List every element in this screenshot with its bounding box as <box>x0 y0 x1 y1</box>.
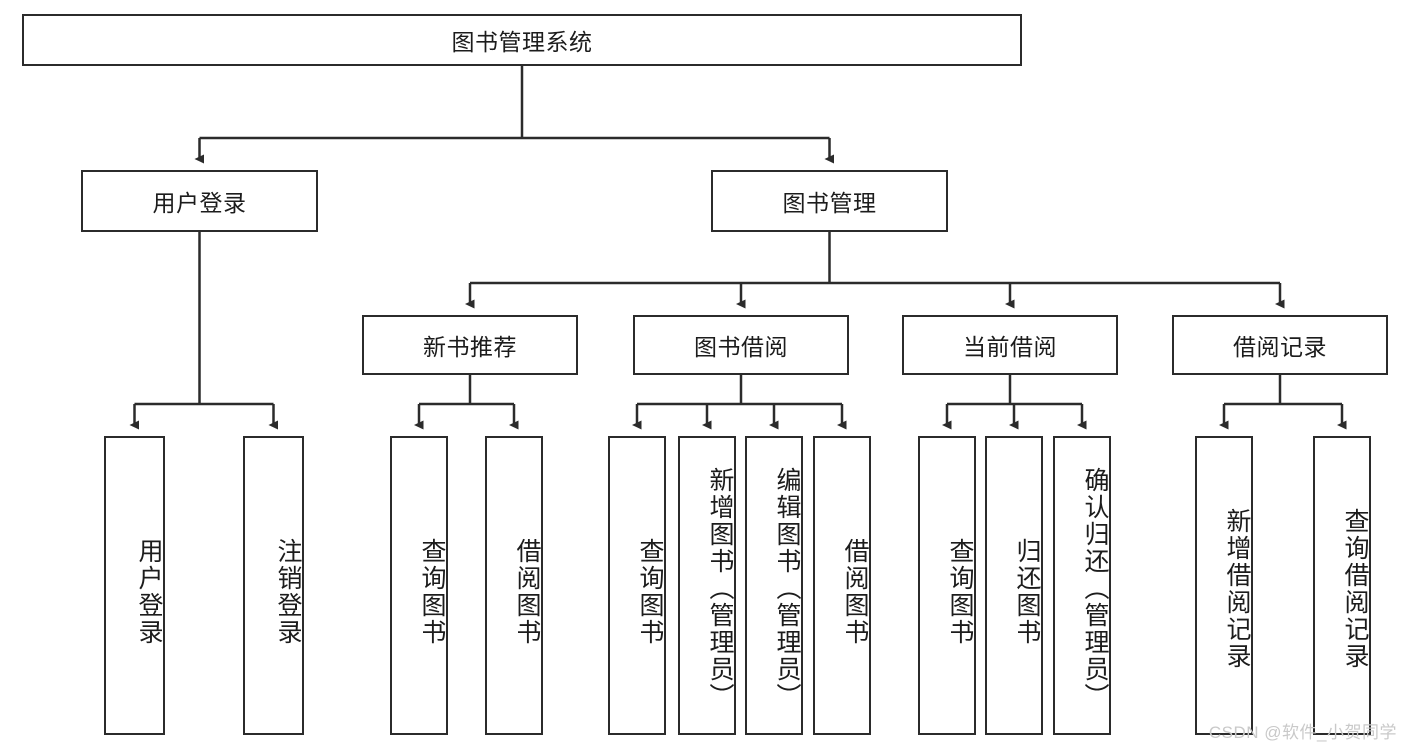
node-l9[interactable]: 查询图书 <box>918 436 976 735</box>
connector-bus <box>947 375 1082 406</box>
node-records[interactable]: 借阅记录 <box>1172 315 1388 375</box>
node-newbook[interactable]: 新书推荐 <box>362 315 578 375</box>
node-l7[interactable]: 编辑图书（管理员） <box>745 436 803 735</box>
node-label: 确认归还（管理员） <box>1081 467 1109 710</box>
connector-bus <box>199 66 830 140</box>
node-l6[interactable]: 新增图书（管理员） <box>678 436 736 735</box>
node-l10[interactable]: 归还图书 <box>985 436 1043 735</box>
node-label: 当前借阅 <box>963 334 1057 360</box>
node-label: 图书借阅 <box>694 334 788 360</box>
node-label: 编辑图书（管理员） <box>773 467 801 710</box>
node-l13[interactable]: 查询借阅记录 <box>1313 436 1371 735</box>
node-l4[interactable]: 借阅图书 <box>485 436 543 735</box>
node-login[interactable]: 用户登录 <box>81 170 318 232</box>
connector-bus <box>637 375 842 406</box>
node-l3[interactable]: 查询图书 <box>390 436 448 735</box>
node-label: 查询图书 <box>636 537 664 646</box>
node-label: 用户登录 <box>152 190 247 216</box>
connector-bus <box>134 232 274 406</box>
node-l11[interactable]: 确认归还（管理员） <box>1053 436 1111 735</box>
watermark-text: CSDN @软件_小贺同学 <box>1208 723 1397 742</box>
connector-bus <box>1224 375 1342 406</box>
node-label: 归还图书 <box>1013 537 1041 646</box>
node-borrow[interactable]: 图书借阅 <box>633 315 849 375</box>
node-label: 新增借阅记录 <box>1223 507 1251 670</box>
node-label: 借阅图书 <box>841 537 869 646</box>
node-current[interactable]: 当前借阅 <box>902 315 1118 375</box>
node-label: 借阅图书 <box>513 537 541 646</box>
node-l1[interactable]: 用户登录 <box>104 436 165 735</box>
node-root[interactable]: 图书管理系统 <box>22 14 1022 66</box>
node-l2[interactable]: 注销登录 <box>243 436 304 735</box>
node-label: 注销登录 <box>274 537 302 646</box>
node-label: 借阅记录 <box>1233 334 1327 360</box>
node-label: 新增图书（管理员） <box>706 467 734 710</box>
node-label: 查询借阅记录 <box>1341 507 1369 670</box>
node-label: 查询图书 <box>418 537 446 646</box>
node-label: 新书推荐 <box>423 334 517 360</box>
node-l8[interactable]: 借阅图书 <box>813 436 871 735</box>
connector-bus <box>470 232 1280 285</box>
connector-bus <box>419 375 514 406</box>
node-l5[interactable]: 查询图书 <box>608 436 666 735</box>
node-label: 用户登录 <box>135 537 163 646</box>
node-label: 图书管理系统 <box>451 29 593 55</box>
node-l12[interactable]: 新增借阅记录 <box>1195 436 1253 735</box>
node-label: 图书管理 <box>782 190 877 216</box>
node-bookmgmt[interactable]: 图书管理 <box>711 170 948 232</box>
node-label: 查询图书 <box>946 537 974 646</box>
